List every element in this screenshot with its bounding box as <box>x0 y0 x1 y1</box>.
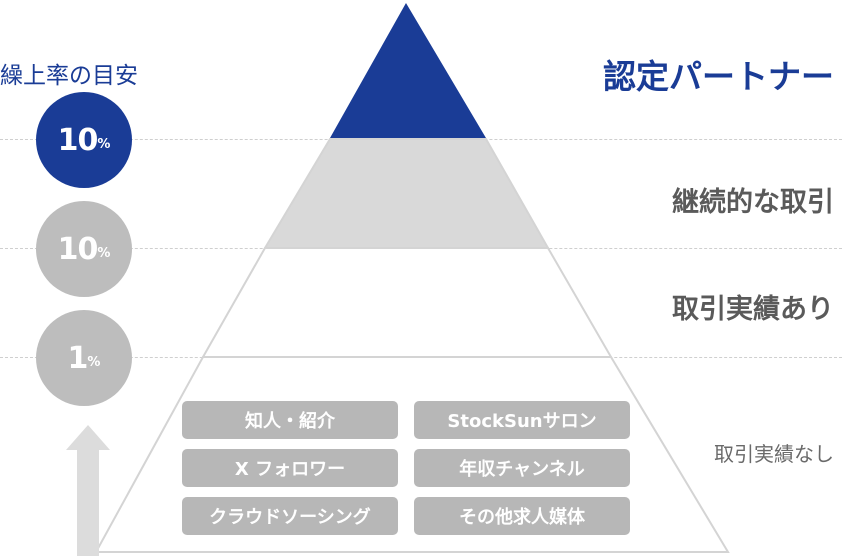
channel-chip-x-followers: X フォロワー <box>182 449 398 487</box>
rate-unit: % <box>87 355 101 370</box>
tier-label-with-record: 取引実績あり <box>672 294 834 325</box>
pyramid-tier-third <box>201 247 613 358</box>
rate-unit: % <box>97 137 111 152</box>
channel-chip-other-job-media: その他求人媒体 <box>414 497 630 535</box>
up-arrow-icon <box>66 425 110 556</box>
tier-label-ongoing-deals: 継続的な取引 <box>672 187 834 218</box>
rate-circle-middle: 10% <box>36 201 132 297</box>
pyramid-tier-second <box>263 138 550 249</box>
channel-chip-salon: StockSunサロン <box>414 401 630 439</box>
channel-chip-income-channel: 年収チャンネル <box>414 449 630 487</box>
rate-value: 10 <box>57 231 99 267</box>
rate-circle-top: 10% <box>36 92 132 188</box>
channel-chip-referral: 知人・紹介 <box>182 401 398 439</box>
tier-label-certified-partner: 認定パートナー <box>603 57 834 96</box>
rate-value: 10 <box>57 122 99 158</box>
pyramid-tier-top <box>329 3 487 140</box>
tier-label-no-record: 取引実績なし <box>714 442 834 466</box>
rate-circle-bottom: 1% <box>36 310 132 406</box>
rate-title: 繰上率の目安 <box>0 63 138 89</box>
channel-chip-crowdsourcing: クラウドソーシング <box>182 497 398 535</box>
rate-unit: % <box>97 246 111 261</box>
rate-value: 1 <box>67 340 89 376</box>
